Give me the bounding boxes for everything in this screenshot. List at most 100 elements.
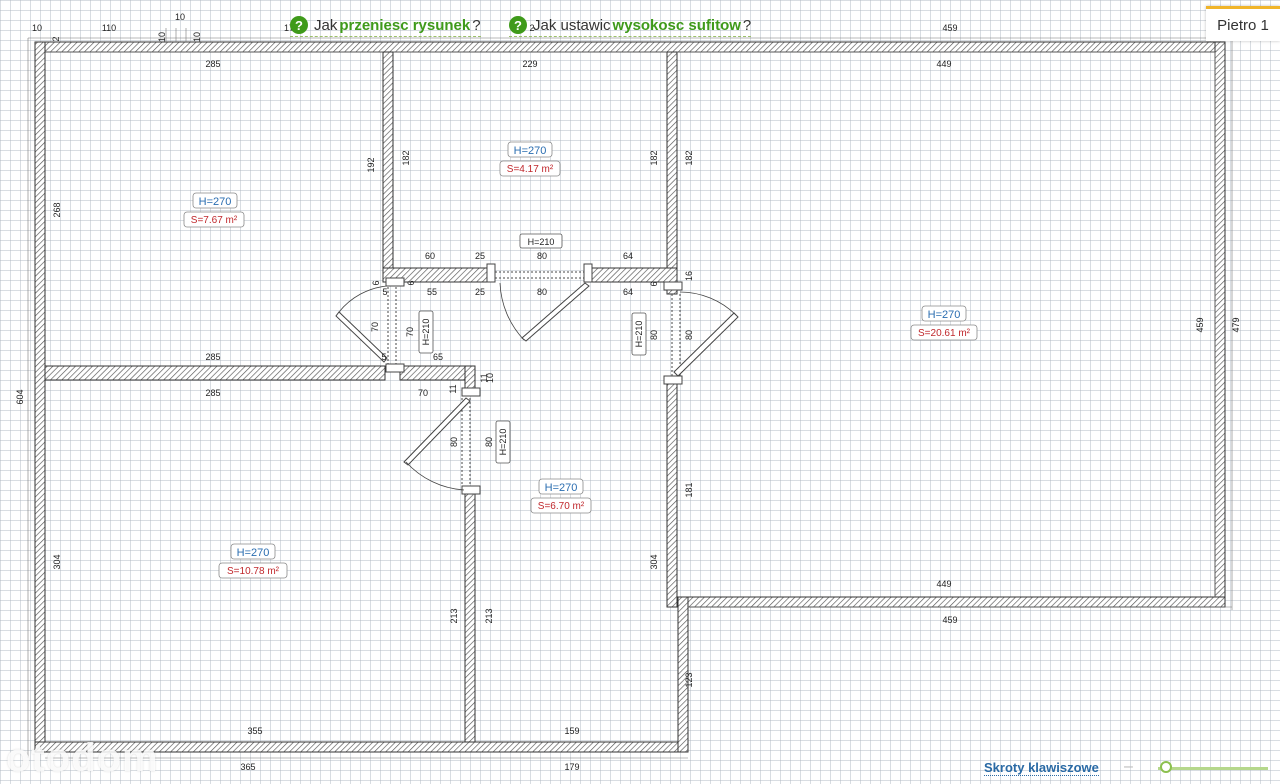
floor-tab[interactable]: Pietro 1 bbox=[1206, 6, 1280, 41]
dimension-label: 304 bbox=[52, 554, 62, 569]
wall-corridor-top-b bbox=[584, 267, 678, 283]
wall-hall-left bbox=[464, 489, 476, 743]
zoom-slider-track[interactable] bbox=[1158, 767, 1268, 770]
wall-outer-top bbox=[34, 41, 1226, 53]
room-2-tag[interactable]: H=270 S=4.17 m² bbox=[499, 141, 561, 177]
watermark-logo: otodom bbox=[6, 736, 159, 780]
zoom-out-button[interactable]: – bbox=[1124, 758, 1133, 775]
dimension-label: 285 bbox=[205, 388, 220, 398]
help-link-suffix: ? bbox=[742, 16, 752, 34]
dimension-label: 479 bbox=[1231, 317, 1241, 332]
dimension-label: 11 bbox=[448, 384, 458, 393]
wall-partition-4 bbox=[666, 377, 678, 608]
wall-partition-1 bbox=[382, 51, 394, 279]
room-4-area: S=10.78 m² bbox=[227, 566, 280, 577]
help-link-prefix: Jak ustawic bbox=[533, 16, 611, 34]
wall-outer-right bbox=[1214, 41, 1226, 608]
dimension-labels-vertical: 2 10 10 268 192 182 182 182 16 6 6 6 70 … bbox=[15, 32, 1241, 688]
dimension-label: 179 bbox=[564, 762, 579, 772]
dimension-label: 60 bbox=[425, 251, 435, 261]
dimension-label: 70 bbox=[405, 327, 415, 337]
dimension-label: 80 bbox=[484, 437, 494, 447]
dimension-label: 11 bbox=[479, 373, 489, 382]
room-2-area: S=4.17 m² bbox=[507, 164, 554, 175]
room-5-area: S=6.70 m² bbox=[538, 501, 585, 512]
dimension-label: 80 bbox=[537, 287, 547, 297]
dimension-lines bbox=[27, 28, 1233, 759]
dimension-label: 80 bbox=[537, 251, 547, 261]
dimension-label: 110 bbox=[102, 23, 116, 33]
room-3-tag[interactable]: H=270 S=20.61 m² bbox=[910, 305, 978, 341]
dimension-labels: 10 110 10 17 2 459 285 229 449 60 25 80 … bbox=[32, 12, 958, 772]
room-4-height: H=270 bbox=[237, 547, 270, 559]
dimension-label: 25 bbox=[475, 287, 485, 297]
dimension-label: 304 bbox=[649, 554, 659, 569]
wall-outer-left bbox=[34, 41, 46, 753]
room-tags: H=270 S=7.67 m² H=270 S=4.17 m² H=270 S=… bbox=[183, 141, 978, 579]
dimension-label: 10 bbox=[32, 23, 42, 33]
dimension-label: 182 bbox=[401, 150, 411, 165]
dimension-label: 449 bbox=[936, 579, 951, 589]
dimension-label: 213 bbox=[449, 608, 459, 623]
dimension-label: 10 bbox=[157, 32, 167, 42]
room-1-height: H=270 bbox=[199, 196, 232, 208]
dimension-label: 70 bbox=[418, 388, 428, 398]
door-height-label: H=210 bbox=[421, 319, 431, 346]
dimension-label: 192 bbox=[366, 157, 376, 172]
dimension-label: 459 bbox=[1195, 317, 1205, 332]
dimension-label: 80 bbox=[649, 330, 659, 340]
wall-right-bottom-vertical bbox=[677, 596, 689, 753]
dimension-label: 449 bbox=[936, 59, 951, 69]
room-5-height: H=270 bbox=[545, 482, 578, 494]
help-link-highlight: wysokosc sufitow bbox=[612, 16, 741, 34]
dimension-label: 365 bbox=[240, 762, 255, 772]
dimension-label: 55 bbox=[427, 287, 437, 297]
dimension-label: 285 bbox=[205, 352, 220, 362]
dimension-label: 25 bbox=[475, 251, 485, 261]
dimension-label: 459 bbox=[942, 615, 957, 625]
dimension-label: 459 bbox=[942, 23, 957, 33]
door-tags: H=210 H=210 H=210 H=210 bbox=[418, 233, 647, 464]
room-5-tag[interactable]: H=270 S=6.70 m² bbox=[530, 478, 592, 514]
dimension-label: 16 bbox=[684, 271, 694, 281]
dimension-label: 5 bbox=[381, 352, 386, 362]
help-ceiling-height-link[interactable]: ? Jak ustawic wysokosc sufitow ? bbox=[509, 14, 752, 37]
zoom-slider-handle[interactable] bbox=[1160, 761, 1172, 773]
dimension-label: 159 bbox=[564, 726, 579, 736]
help-question-icon: ? bbox=[509, 16, 527, 34]
dimension-label: 182 bbox=[684, 150, 694, 165]
dimension-label: 64 bbox=[623, 287, 633, 297]
room-3-area: S=20.61 m² bbox=[918, 328, 971, 339]
dimension-label: 182 bbox=[649, 150, 659, 165]
keyboard-shortcuts-link[interactable]: Skroty klawiszowe bbox=[984, 760, 1099, 776]
dimension-label: 17 bbox=[284, 23, 294, 33]
dimension-label: 10 bbox=[175, 12, 185, 22]
room-4-tag[interactable]: H=270 S=10.78 m² bbox=[218, 543, 288, 579]
dimension-label: 6 bbox=[406, 280, 416, 285]
dimension-label: 80 bbox=[449, 437, 459, 447]
dimension-label: 2 bbox=[51, 36, 61, 41]
dimension-label: 5 bbox=[382, 287, 387, 297]
door-height-label: H=210 bbox=[498, 429, 508, 456]
help-question-icon: ? bbox=[290, 16, 308, 34]
dimension-label: 10 bbox=[192, 32, 202, 42]
room-1-area: S=7.67 m² bbox=[191, 215, 238, 226]
room-1-tag[interactable]: H=270 S=7.67 m² bbox=[183, 192, 245, 228]
dimension-label: 213 bbox=[484, 608, 494, 623]
door-height-label: H=210 bbox=[634, 321, 644, 348]
doors bbox=[335, 263, 739, 495]
help-move-drawing-link[interactable]: ? Jak przeniesc rysunek ? bbox=[290, 14, 481, 37]
dimension-label: 65 bbox=[433, 352, 443, 362]
dimension-label: 80 bbox=[684, 330, 694, 340]
dimension-label: 6 bbox=[371, 280, 381, 285]
door-height-label: H=210 bbox=[528, 237, 555, 247]
walls bbox=[34, 41, 1226, 753]
dimension-label: 70 bbox=[370, 322, 380, 332]
help-link-prefix: Jak bbox=[314, 16, 338, 34]
dimension-label: 64 bbox=[623, 251, 633, 261]
dimension-label: 6 bbox=[649, 281, 659, 286]
wall-mid-right bbox=[399, 365, 476, 381]
dimension-label: 268 bbox=[52, 202, 62, 217]
wall-hall-stub bbox=[464, 365, 476, 391]
